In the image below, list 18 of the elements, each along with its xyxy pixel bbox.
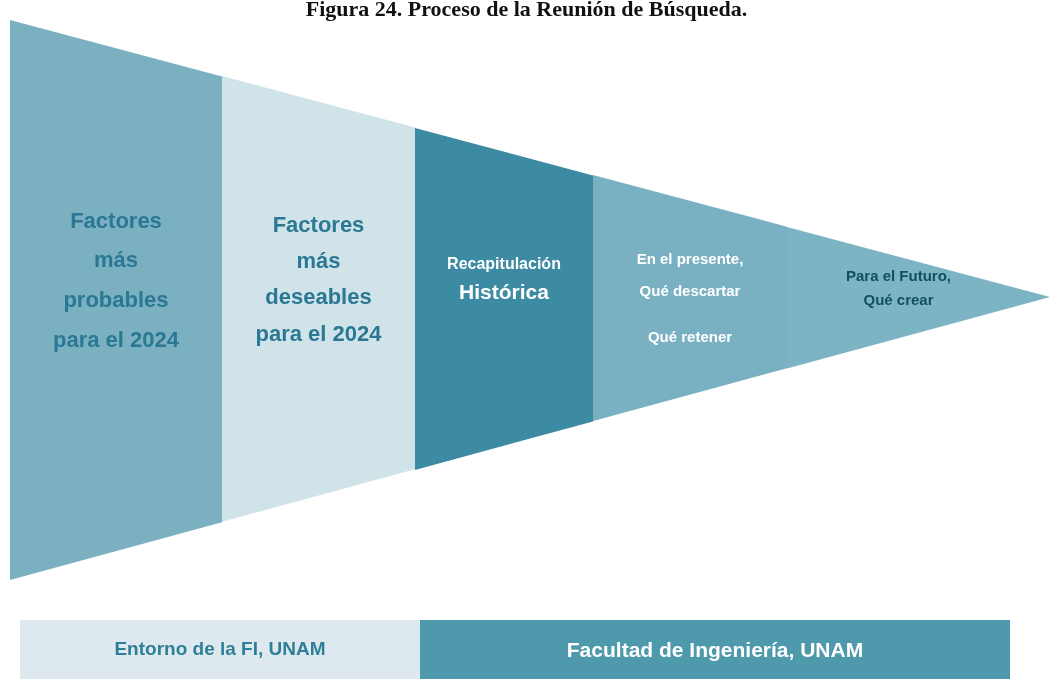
segment-label: Qué retener xyxy=(647,328,733,347)
segment-label: Recapitulación xyxy=(447,253,561,273)
category-bar xyxy=(420,620,1010,679)
segment-label: Histórica xyxy=(459,278,549,304)
bar-label: Facultad de Ingeniería, UNAM xyxy=(566,636,864,663)
funnel-segment xyxy=(10,20,222,580)
segment-label: Para el Futuro, Qué crear xyxy=(845,265,952,310)
segment-label: En el presente, xyxy=(636,250,744,269)
segment-label: Qué descartar xyxy=(639,282,741,301)
funnel-segment xyxy=(787,226,1050,369)
category-bar xyxy=(20,620,420,679)
bar-label: Entorno de la FI, UNAM xyxy=(114,638,326,661)
funnel-segment xyxy=(415,127,593,470)
funnel-segment xyxy=(222,76,415,523)
segment-label: Factores más deseables para el 2024 xyxy=(254,210,383,348)
segment-label: Factores más probables para el 2024 xyxy=(52,206,180,354)
funnel-segment xyxy=(593,175,787,422)
figure-title: Figura 24. Proceso de la Reunión de Búsqueda. xyxy=(304,0,749,22)
